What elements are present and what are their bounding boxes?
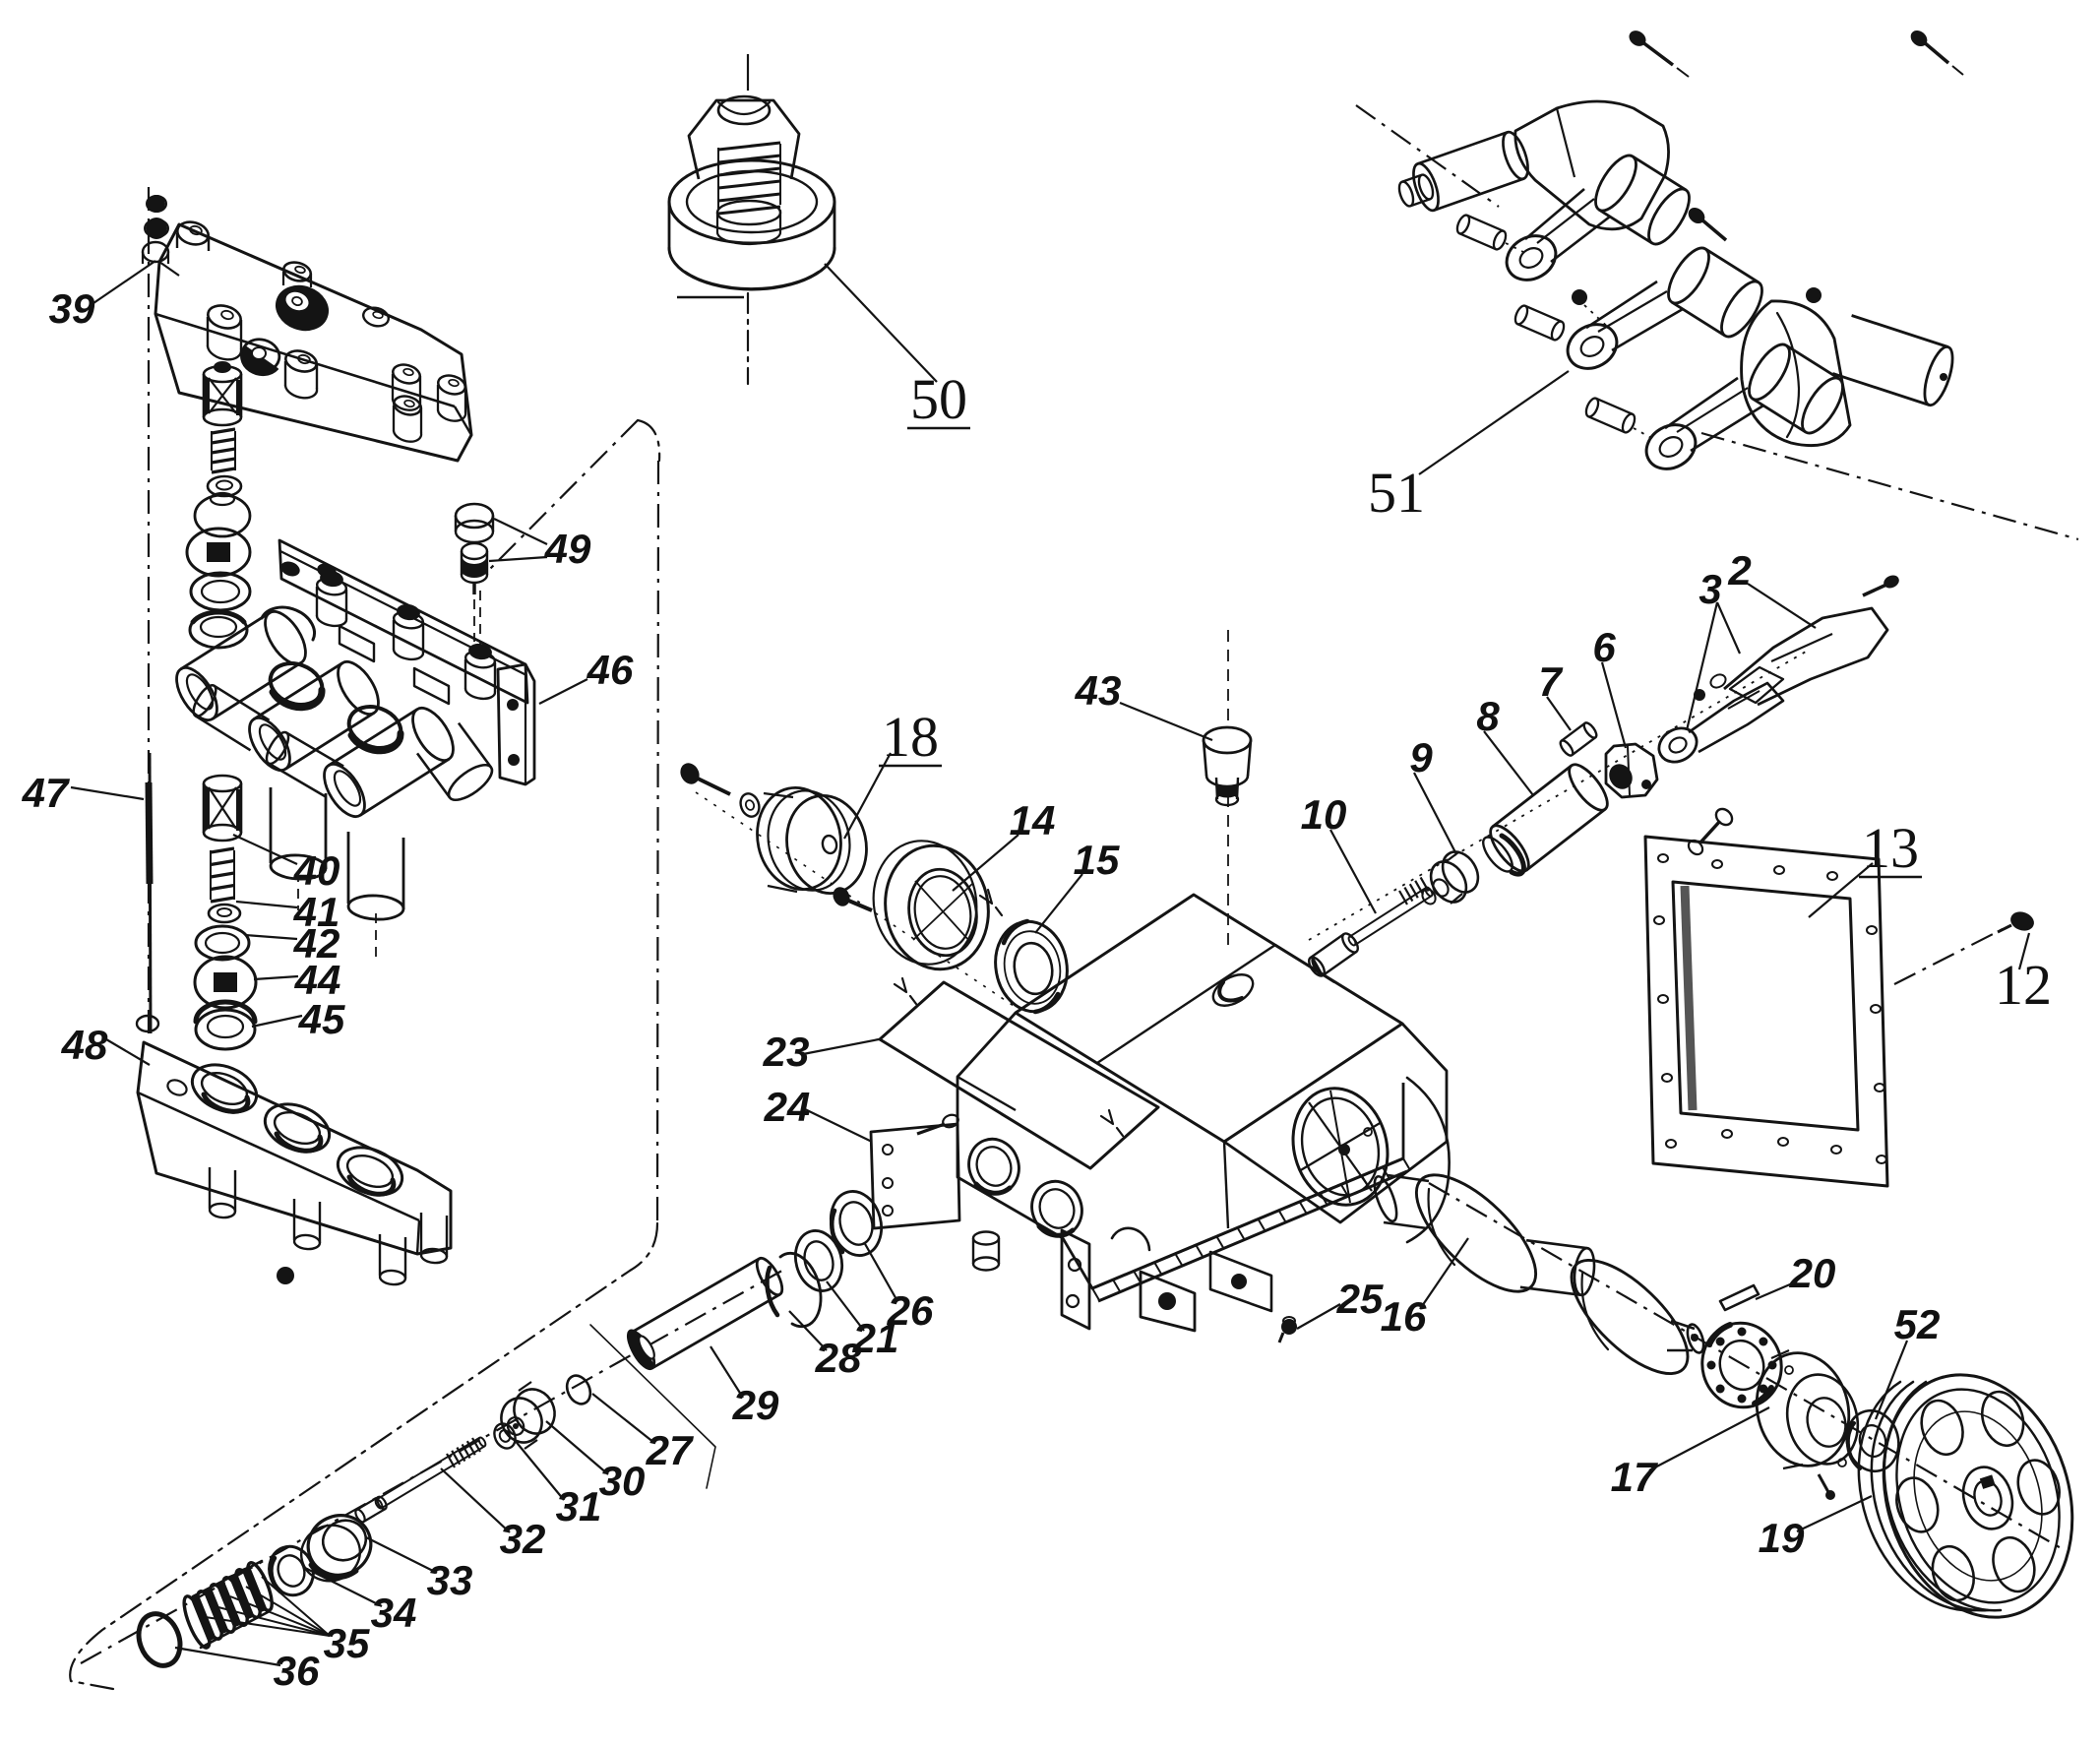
svg-text:24: 24: [764, 1084, 811, 1130]
svg-text:12: 12: [1995, 953, 2052, 1017]
svg-text:39: 39: [49, 285, 95, 332]
svg-text:33: 33: [427, 1557, 473, 1603]
svg-text:48: 48: [61, 1022, 108, 1068]
svg-text:20: 20: [1789, 1250, 1836, 1296]
svg-text:21: 21: [852, 1315, 899, 1361]
svg-text:25: 25: [1336, 1276, 1384, 1322]
svg-text:28: 28: [815, 1335, 862, 1381]
svg-text:49: 49: [544, 526, 591, 572]
svg-text:31: 31: [556, 1483, 602, 1530]
svg-text:44: 44: [294, 957, 341, 1003]
svg-text:3: 3: [1699, 566, 1721, 612]
svg-text:18: 18: [882, 705, 939, 769]
svg-text:23: 23: [763, 1029, 810, 1075]
svg-text:52: 52: [1894, 1301, 1941, 1347]
svg-text:34: 34: [371, 1590, 417, 1636]
svg-text:50: 50: [910, 367, 967, 431]
svg-text:16: 16: [1381, 1293, 1427, 1340]
svg-text:41: 41: [293, 889, 340, 935]
svg-text:46: 46: [587, 647, 634, 693]
svg-text:19: 19: [1759, 1515, 1805, 1561]
svg-text:6: 6: [1592, 624, 1616, 670]
svg-text:47: 47: [22, 770, 70, 816]
svg-text:51: 51: [1368, 461, 1425, 525]
svg-text:29: 29: [732, 1382, 779, 1428]
svg-text:45: 45: [298, 996, 345, 1042]
svg-text:2: 2: [1727, 547, 1751, 593]
svg-text:27: 27: [646, 1427, 694, 1473]
svg-text:30: 30: [599, 1458, 646, 1504]
svg-text:36: 36: [274, 1648, 320, 1694]
svg-text:42: 42: [293, 920, 340, 967]
svg-text:43: 43: [1075, 667, 1122, 714]
svg-text:8: 8: [1476, 693, 1500, 739]
svg-text:32: 32: [500, 1516, 546, 1562]
svg-text:9: 9: [1409, 734, 1433, 780]
svg-text:7: 7: [1538, 658, 1563, 705]
svg-text:10: 10: [1301, 791, 1347, 838]
svg-text:17: 17: [1611, 1454, 1658, 1500]
svg-text:13: 13: [1862, 816, 1919, 880]
svg-text:35: 35: [324, 1620, 370, 1666]
